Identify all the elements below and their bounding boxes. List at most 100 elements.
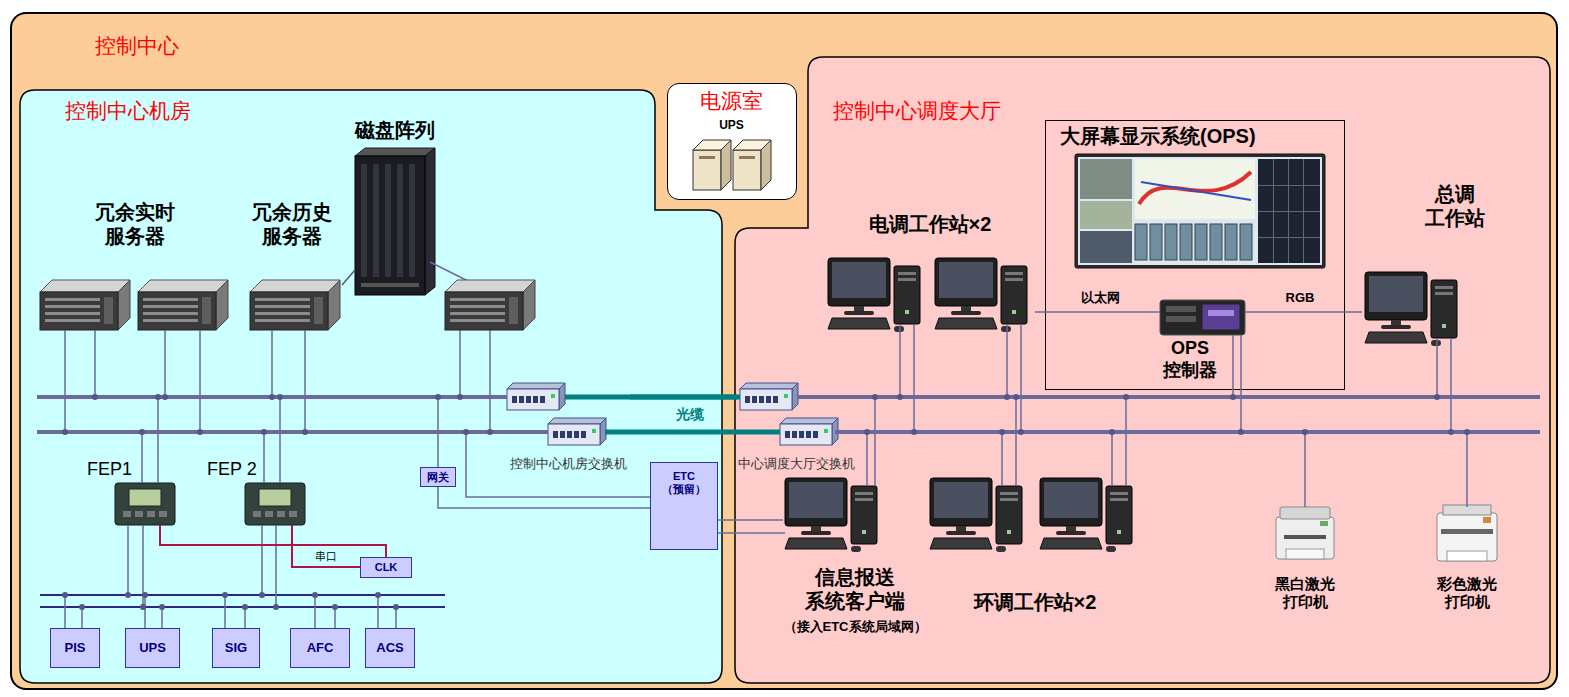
junction-dot	[487, 429, 493, 435]
server-group: 冗余实时 服务器	[38, 200, 230, 332]
icon-part	[721, 140, 731, 190]
icon-part	[373, 164, 379, 277]
pc-icon	[785, 478, 877, 552]
icon-part	[425, 148, 435, 295]
icon-part	[1000, 498, 1018, 501]
icon-part	[1210, 224, 1222, 260]
junction-dot	[242, 604, 248, 610]
icon-part	[159, 511, 167, 517]
junction-dot	[897, 394, 903, 400]
icon-part	[1040, 538, 1102, 549]
node-label: 环调工作站×2	[974, 590, 1097, 614]
box-label: 网关	[427, 471, 449, 484]
text-holder: （接入ETC系统局域网）	[784, 619, 927, 635]
text-holder: 环调工作站×2	[974, 590, 1097, 614]
junction-dot	[62, 429, 68, 435]
junction-dot	[259, 592, 265, 598]
connector-label: RGB	[1284, 291, 1317, 306]
connector-line	[292, 525, 360, 567]
icon-part	[1276, 517, 1334, 559]
junction-dot	[302, 429, 308, 435]
cabinet-icon	[355, 148, 435, 295]
icon-part	[1369, 276, 1423, 312]
text-holder: 信息报送 系统客户端	[805, 565, 905, 613]
subsystem-box: SIG	[212, 628, 260, 668]
icon-part	[855, 498, 873, 501]
icon-part	[1117, 530, 1121, 534]
junction-dot	[125, 592, 131, 598]
reserved-box: ETC（预留）	[650, 462, 718, 550]
icon-part	[801, 531, 831, 535]
icon-part	[1258, 237, 1320, 238]
junction-dot	[911, 429, 917, 435]
server-icon	[445, 292, 523, 330]
junction-dot	[1464, 429, 1470, 435]
subsystem-box: PIS	[50, 628, 100, 668]
icon-part	[143, 312, 198, 315]
icon-part	[409, 164, 415, 277]
pc-icon	[828, 258, 920, 332]
icon-part	[1208, 310, 1234, 316]
icon-part	[792, 383, 798, 410]
junction-dot	[999, 429, 1005, 435]
icon-part	[548, 418, 606, 424]
text-holder: UPS	[139, 641, 166, 656]
icon-part	[1435, 286, 1453, 289]
icon-part	[574, 431, 579, 438]
icon-part	[202, 297, 211, 324]
node-label: 电源室	[700, 88, 763, 113]
screen-icon	[1075, 154, 1325, 268]
subsystem-box: UPS	[125, 628, 180, 668]
workstation-pair: 电调工作站×2	[826, 212, 1035, 334]
icon-part	[385, 164, 391, 277]
icon-part	[216, 280, 228, 330]
icon-part	[766, 396, 771, 403]
icon-part	[1005, 272, 1023, 275]
icon-part	[1110, 492, 1128, 495]
junction-dot	[1238, 429, 1244, 435]
icon-part	[1150, 224, 1162, 260]
icon-part	[361, 283, 419, 287]
disk-array: 磁盘阵列	[355, 118, 435, 298]
region-shape	[735, 57, 1550, 683]
icon-part	[789, 482, 843, 518]
text-holder: UPS	[719, 118, 744, 132]
junction-dot	[261, 429, 267, 435]
front-end-processor: FEP1	[85, 458, 177, 525]
room-box: 电源室 UPS	[667, 83, 797, 200]
text-holder: 以太网	[1079, 291, 1122, 306]
connector-group	[160, 270, 1362, 567]
icon-part	[1160, 300, 1245, 335]
text-holder: 大屏幕显示系统(OPS)	[1060, 124, 1256, 148]
icon-part	[828, 318, 890, 329]
icon-part	[832, 418, 838, 445]
server-icon	[445, 280, 535, 292]
icon-part	[1280, 507, 1330, 519]
display-system: 大屏幕显示系统(OPS)OPS 控制器	[1045, 120, 1345, 390]
workstation: 信息报送 系统客户端 （接入ETC系统局域网）	[783, 478, 928, 643]
connector-line	[438, 487, 650, 508]
node-label: 冗余实时 服务器	[95, 200, 175, 248]
icon-part	[551, 394, 555, 398]
server-icon	[445, 280, 535, 330]
junction-dot	[62, 592, 68, 598]
junction-dot	[1109, 429, 1115, 435]
icon-part	[135, 511, 143, 517]
junction-dot	[1302, 429, 1308, 435]
icon-part	[1080, 159, 1132, 199]
junction-dot	[864, 429, 870, 435]
icon-part	[1141, 182, 1251, 200]
icon-part	[898, 278, 916, 281]
icon-part	[898, 272, 916, 275]
switch-icon	[740, 383, 798, 410]
icon-part	[792, 431, 797, 438]
node-label: 冗余历史 服务器	[252, 200, 332, 248]
text-holder: 网关	[427, 471, 449, 484]
printer2-icon	[1437, 505, 1497, 561]
node-label: 黑白激光 打印机	[1275, 575, 1335, 611]
icon-part	[45, 298, 100, 301]
icon-part	[1110, 498, 1128, 501]
icon-part	[533, 396, 538, 403]
device-picture	[1362, 180, 1499, 352]
